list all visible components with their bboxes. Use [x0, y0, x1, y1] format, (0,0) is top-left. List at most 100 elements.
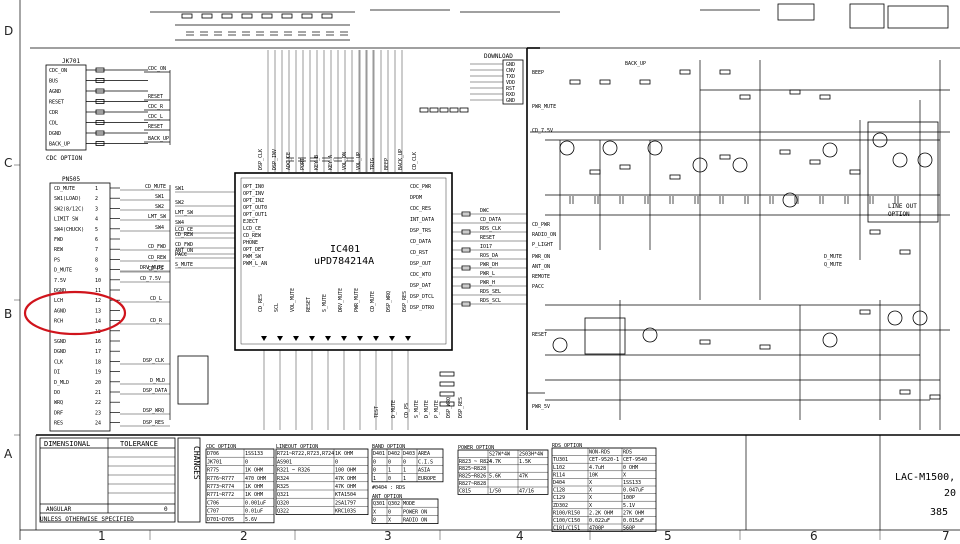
resistor	[95, 120, 105, 125]
ic-extra-label: TEST	[374, 406, 380, 418]
table-cell: C815	[459, 488, 471, 494]
transistor-array	[177, 355, 209, 405]
table-cell: 560P	[623, 526, 635, 532]
table-cell: 1K OHM	[245, 492, 263, 498]
ic-top-pin-label: KEY_A	[328, 155, 334, 170]
resistor	[439, 381, 455, 387]
table-cell: R776~R777	[207, 476, 234, 482]
ic-extra-label: D_MUTE	[424, 400, 430, 418]
resistor	[95, 67, 105, 73]
download-pin-label: RST	[506, 86, 515, 92]
table-cell: X	[388, 518, 391, 524]
pin-arrow	[405, 336, 411, 341]
ic-bottom-pin-label: SCL	[274, 303, 280, 312]
table-cell: R771~R772	[207, 492, 234, 498]
pn505-pin-number: 14	[95, 319, 101, 325]
ic-left-pin-label: OPT_INV	[243, 191, 264, 197]
right-signal-label: RESET	[532, 332, 547, 338]
ic-right-net-label: RESET	[480, 235, 495, 241]
resistor	[449, 107, 459, 113]
ic-top-pin-label: DSP_CLK	[258, 149, 264, 170]
pn505-pin-number: 5	[95, 227, 98, 233]
pn505-signal-label: CD_PS	[148, 266, 163, 272]
resistor	[201, 13, 213, 19]
resistor	[779, 149, 791, 155]
unless-label: UNLESS OTHERWISE SPECIFIED	[40, 516, 134, 523]
ic-bottom-pin-label: DSP_RES	[402, 291, 408, 312]
resistor	[899, 249, 911, 255]
download-title: DOWNLOAD	[484, 53, 513, 60]
changes-label: CHANGES	[192, 446, 201, 480]
jk701-pin-label: BUS	[49, 79, 58, 85]
resistor	[859, 309, 871, 315]
resistor	[789, 89, 801, 95]
table-cell: C707	[207, 509, 219, 515]
ic-top-pin-label: BACK_UP	[398, 149, 404, 170]
jk701-signal-label: RESET	[148, 124, 163, 130]
transistor	[692, 157, 708, 173]
resistor	[759, 344, 771, 350]
table-cell: 0	[388, 459, 391, 465]
resistor	[261, 13, 273, 19]
pn505-pin-number: 8	[95, 257, 98, 263]
pn505-signal-label: LMT_SW	[148, 214, 167, 220]
pn505-signal-label: DRV_MUTE	[140, 265, 164, 271]
table-cell: 470 OHM	[245, 476, 266, 482]
sheet-number-2: 385	[930, 507, 948, 518]
ic-right-pin-label: CDC_PWR	[410, 184, 432, 190]
pn505-signal-label: CD_L	[150, 296, 162, 302]
resistor	[929, 394, 941, 400]
right-signal-label: PWR_ON	[532, 254, 550, 260]
jk701-signal-label: BACK_UP	[148, 136, 169, 142]
pn505-pin-number: 7	[95, 247, 98, 253]
table-cell: 1	[388, 468, 391, 474]
table-cell: C706	[207, 500, 219, 506]
transistor	[887, 310, 903, 326]
jk701-pin-label: BACK_UP	[49, 142, 70, 148]
pn505-pin-number: 17	[95, 349, 101, 355]
download-pin-label: GND	[506, 62, 515, 68]
ic-right-net-label: ROS_DA	[480, 253, 498, 259]
resistor	[95, 130, 105, 136]
resistor	[899, 389, 911, 395]
resistor	[569, 79, 581, 85]
ic-left-net-label: LCD_CE	[175, 227, 193, 233]
transistor	[782, 192, 798, 208]
ic-left-net-label: PACC	[175, 252, 187, 258]
line-out-label: LINE OUT	[888, 203, 917, 210]
angular-label: ANGULAR	[46, 506, 72, 513]
resistor	[301, 13, 313, 19]
pn505-pin-label: RES	[54, 421, 63, 427]
table-cell: 1/50	[489, 488, 501, 494]
ic-left-net-label: SW4	[175, 220, 184, 226]
resistor	[461, 265, 471, 271]
ic-left-net-label: CD_REW	[175, 232, 194, 238]
resistor	[419, 107, 429, 113]
pn505-pin-number: 3	[95, 206, 98, 212]
ic-extra-label: DSP_RES	[458, 397, 464, 418]
right-signal-label: P_LIGHT	[532, 242, 553, 248]
table-header-cell: S27W*4W	[489, 451, 511, 457]
resistor	[869, 229, 881, 235]
ic-left-pin-label: OPT_IN0	[243, 184, 264, 190]
pn505-signal-label: DSP_RES	[143, 420, 164, 426]
partition-lines	[526, 47, 545, 430]
transistor	[602, 140, 618, 156]
pn505-pin-number: 22	[95, 400, 101, 406]
pn505-pin-number: 11	[95, 288, 101, 294]
pn505-signal-label: SW4	[155, 225, 164, 231]
download-pin-label: GND	[506, 98, 515, 104]
table-cell: X	[589, 503, 592, 509]
table-cell: 100P	[623, 495, 635, 501]
pn505-signal-label: CD_R	[150, 318, 163, 324]
resistor	[321, 13, 333, 19]
table-cell: TU301	[553, 457, 568, 463]
zone-col-1: 1	[98, 529, 106, 540]
ic-top-pin-label: TRIG	[370, 158, 376, 170]
jk701-pin-label: RESET	[49, 100, 64, 106]
ic-right-pin-label: DPDM	[410, 195, 422, 201]
ic401-block: IC401 uPD784214A OPT_IN0OPT_INVOPT_INZOP…	[175, 149, 527, 430]
